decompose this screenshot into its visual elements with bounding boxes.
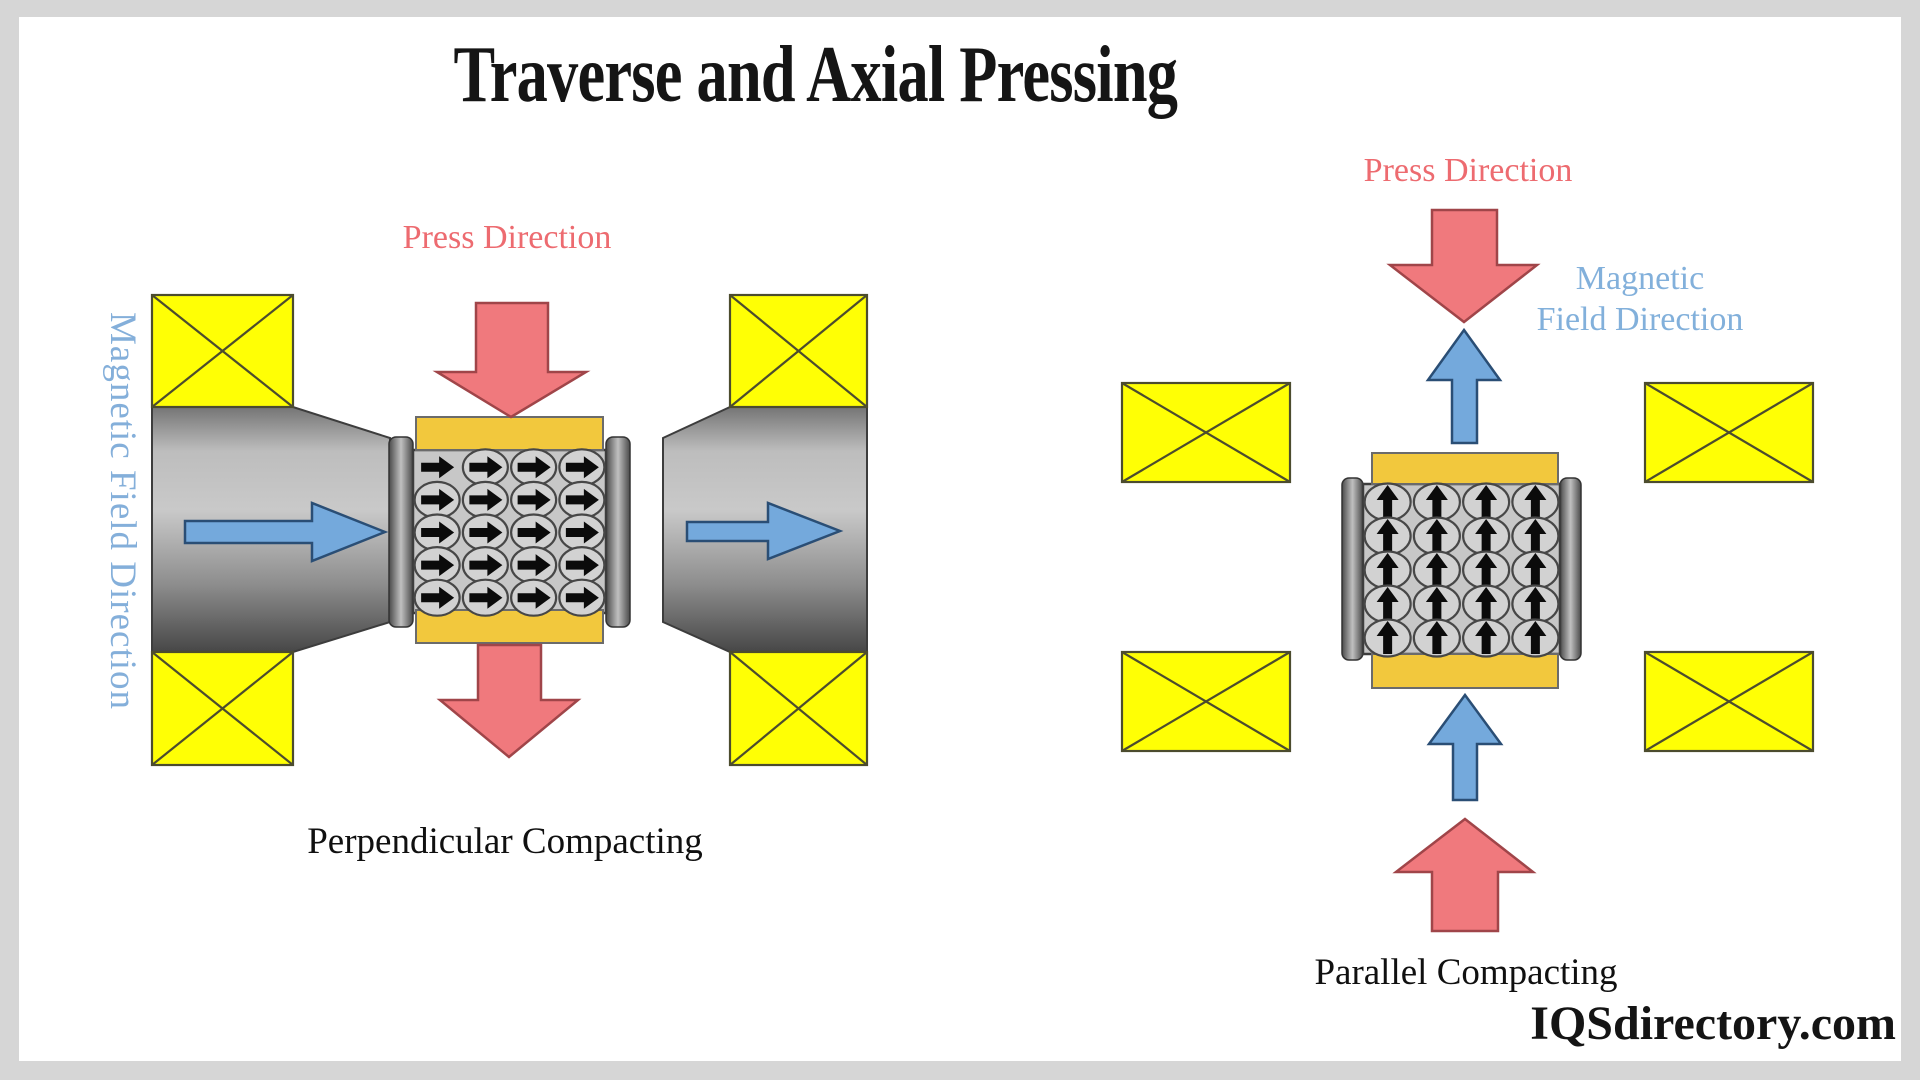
die-end-cap (388, 436, 414, 628)
field-arrow-right-icon (685, 501, 844, 561)
punch-top (415, 416, 604, 451)
magnetic-field-label-left: Magnetic Field Direction (102, 312, 143, 711)
particle-arrow-icon (517, 521, 551, 544)
press-arrow-down-icon (1386, 208, 1541, 324)
press-direction-label-right: Press Direction (1363, 152, 1573, 189)
particle-arrow-icon (517, 456, 551, 479)
particle-arrow-icon (1524, 587, 1547, 620)
punch-bottom (1371, 653, 1559, 689)
particle-arrow-icon (1376, 587, 1399, 620)
particle-arrow-icon (1376, 621, 1399, 654)
particle-arrow-icon (517, 554, 551, 577)
powder-particles (413, 448, 606, 617)
page-title: Traverse and Axial Pressing (453, 31, 1178, 119)
particle-arrow-icon (421, 554, 455, 577)
particle-arrow-icon (517, 488, 551, 511)
particle-arrow-icon (1475, 621, 1498, 654)
particle-arrow-icon (469, 488, 503, 511)
particle-arrow-icon (1425, 621, 1448, 654)
field-arrow-up-icon (1426, 692, 1504, 802)
coil-icon (728, 293, 869, 409)
press-arrow-down-icon (436, 643, 582, 759)
coil-icon (1120, 381, 1292, 484)
punch-top (1371, 452, 1559, 485)
caption-parallel-compacting: Parallel Compacting (1314, 952, 1618, 993)
coil-icon (728, 650, 869, 767)
particle-arrow-icon (421, 586, 455, 609)
particle-arrow-icon (1376, 519, 1399, 552)
die-end-cap (1559, 477, 1582, 661)
particle-arrow-icon (565, 586, 599, 609)
particle-arrow-icon (421, 488, 455, 511)
press-arrow-down-icon (432, 301, 591, 419)
particle-arrow-icon (1524, 621, 1547, 654)
die-end-cap (1341, 477, 1364, 661)
particle-arrow-icon (565, 554, 599, 577)
punch-bottom (415, 609, 604, 644)
particle-arrow-icon (1475, 587, 1498, 620)
particle-arrow-icon (1524, 553, 1547, 586)
magnetic-field-label-line1: Magnetic (1575, 260, 1705, 297)
particle-arrow-icon (1475, 553, 1498, 586)
particle-arrow-icon (1425, 485, 1448, 518)
watermark-text: IQSdirectory.com (1530, 997, 1896, 1050)
press-direction-label-left: Press Direction (402, 219, 612, 256)
coil-icon (150, 293, 295, 409)
particle-arrow-icon (469, 554, 503, 577)
magnetic-field-label-right: Magnetic Field Direction (1490, 258, 1790, 340)
particle-arrow-icon (469, 521, 503, 544)
particle-arrow-icon (1376, 485, 1399, 518)
particle-arrow-icon (1524, 485, 1547, 518)
particle-arrow-icon (1425, 587, 1448, 620)
particle-arrow-icon (1524, 519, 1547, 552)
coil-icon (150, 650, 295, 767)
magnetic-field-label-line2: Field Direction (1536, 301, 1744, 338)
particle-arrow-icon (421, 521, 455, 544)
particle-arrow-icon (1475, 485, 1498, 518)
particle-arrow-icon (469, 586, 503, 609)
particle-arrow-icon (1425, 519, 1448, 552)
powder-particles (1363, 482, 1560, 658)
particle-arrow-icon (565, 521, 599, 544)
particle-arrow-icon (469, 456, 503, 479)
particle-arrow-icon (1425, 553, 1448, 586)
coil-icon (1120, 650, 1292, 753)
particle-arrow-icon (565, 488, 599, 511)
field-arrow-right-icon (183, 501, 389, 563)
coil-icon (1643, 650, 1815, 753)
coil-icon (1643, 381, 1815, 484)
field-arrow-up-icon (1425, 327, 1503, 445)
particle-arrow-icon (1475, 519, 1498, 552)
particle-arrow-icon (565, 456, 599, 479)
caption-perpendicular-compacting: Perpendicular Compacting (307, 821, 703, 862)
particle-arrow-icon (517, 586, 551, 609)
press-arrow-up-icon (1392, 817, 1537, 933)
particle-arrow-icon (421, 456, 455, 479)
die-end-cap (605, 436, 631, 628)
particle-arrow-icon (1376, 553, 1399, 586)
